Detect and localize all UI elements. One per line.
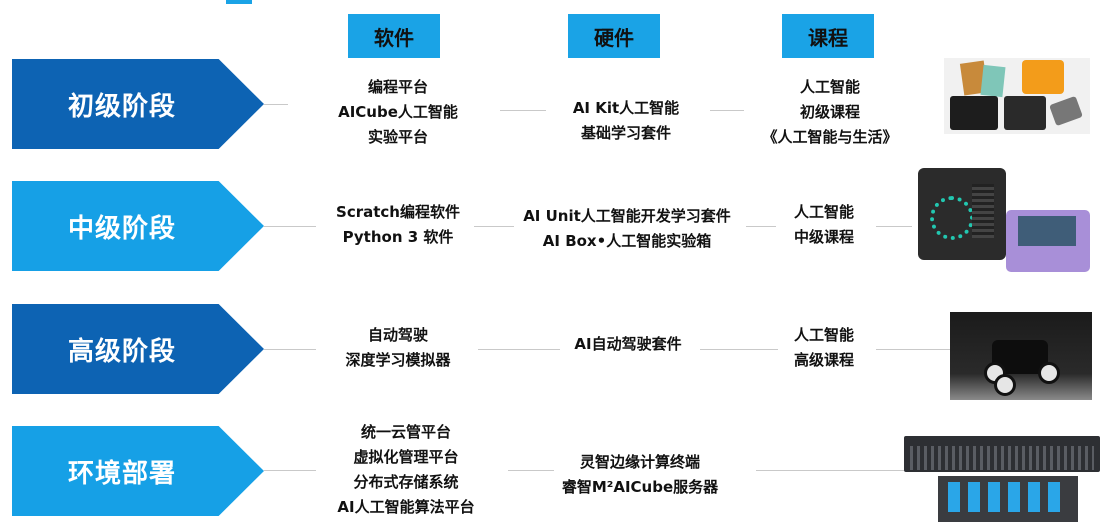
text-line: 灵智边缘计算终端 (579, 453, 700, 471)
course-cell-advanced: 人工智能 高级课程 (772, 321, 876, 375)
stage-beginner: 初级阶段 (12, 59, 264, 149)
header-course: 课程 (782, 14, 874, 58)
text-line: 人工智能 (793, 203, 854, 221)
connector (710, 110, 744, 111)
text-line: Scratch编程软件 (336, 203, 460, 221)
stage-label: 初级阶段 (68, 91, 177, 122)
stage-deployment: 环境部署 (12, 426, 264, 516)
connector (746, 226, 776, 227)
connector (508, 470, 554, 471)
connector (264, 470, 316, 471)
text-line: AICube人工智能 (338, 102, 458, 121)
text-line: 分布式存储系统 (353, 473, 459, 491)
stage-advanced: 高级阶段 (12, 304, 264, 394)
text-line: AI Box•人工智能实验箱 (542, 232, 712, 250)
text-line: 虚拟化管理平台 (353, 448, 459, 466)
server-photo (904, 432, 1100, 532)
connector (700, 349, 778, 350)
header-software: 软件 (348, 14, 440, 58)
software-cell-advanced: 自动驾驶 深度学习模拟器 (322, 321, 474, 375)
header-hardware: 硬件 (568, 14, 660, 58)
text-line: 统一云管平台 (360, 423, 451, 441)
text-line: 深度学习模拟器 (345, 351, 451, 369)
stage-intermediate: 中级阶段 (12, 181, 264, 271)
text-line: AI人工智能算法平台 (337, 498, 475, 516)
text-line: 睿智M²AICube服务器 (561, 478, 719, 496)
text-line: 人工智能 (799, 77, 860, 96)
hardware-cell-deployment: 灵智边缘计算终端 睿智M²AICube服务器 (552, 448, 728, 502)
text-line: 基础学习套件 (580, 124, 671, 142)
text-line: 初级课程 (799, 102, 860, 121)
course-cell-intermediate: 人工智能 中级课程 (772, 198, 876, 252)
text-line: 中级课程 (793, 228, 854, 246)
connector (876, 226, 912, 227)
connector (500, 110, 546, 111)
course-cell-beginner: 人工智能 初级课程 《人工智能与生活》 (746, 72, 914, 152)
connector (756, 470, 904, 471)
connector (876, 349, 950, 350)
stage-label: 环境部署 (68, 458, 177, 489)
text-line: AI自动驾驶套件 (574, 334, 682, 353)
text-line: 高级课程 (793, 351, 854, 369)
software-cell-beginner: 编程平台 AICube人工智能 实验平台 (322, 72, 474, 152)
autonomous-car-photo (950, 312, 1092, 400)
software-cell-deployment: 统一云管平台 虚拟化管理平台 分布式存储系统 AI人工智能算法平台 (316, 418, 496, 522)
text-line: 《人工智能与生活》 (762, 127, 898, 146)
connector (264, 104, 288, 105)
ai-box-photo (910, 166, 1096, 278)
software-cell-intermediate: Scratch编程软件 Python 3 软件 (322, 198, 474, 252)
connector (478, 349, 560, 350)
hardware-cell-beginner: AI Kit人工智能 基础学习套件 (546, 94, 706, 148)
hardware-cell-intermediate: AI Unit人工智能开发学习套件 AI Box•人工智能实验箱 (512, 202, 742, 256)
connector (474, 226, 514, 227)
text-line: AI Unit人工智能开发学习套件 (523, 207, 731, 225)
text-line: 人工智能 (793, 326, 854, 344)
text-line: Python 3 软件 (342, 228, 454, 246)
text-line: 编程平台 (367, 77, 428, 96)
stage-label: 中级阶段 (68, 213, 177, 244)
text-line: AI Kit人工智能 (572, 99, 680, 117)
connector (264, 226, 316, 227)
text-line: 自动驾驶 (367, 326, 428, 344)
stage-label: 高级阶段 (68, 336, 177, 367)
hardware-cell-advanced: AI自动驾驶套件 (558, 330, 698, 358)
connector (264, 349, 316, 350)
ai-kit-photo (944, 58, 1090, 134)
top-accent-bar (226, 0, 252, 4)
text-line: 实验平台 (367, 127, 428, 146)
